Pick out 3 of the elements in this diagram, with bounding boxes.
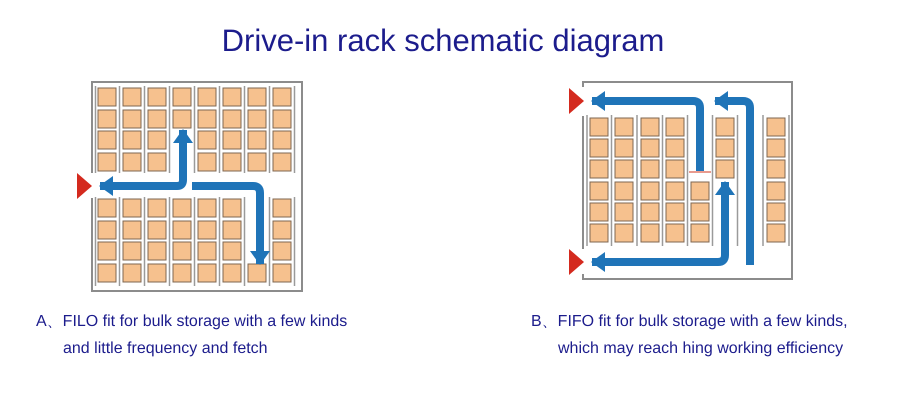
diagram-title: Drive-in rack schematic diagram [222,23,664,58]
caption-text: B、FIFO fit for bulk storage with a few kinds, which may reach hing working efficiency [531,312,849,359]
caption-text: A、FILO fit for bulk storage with a few kinds and little frequency and fetch [36,312,348,359]
